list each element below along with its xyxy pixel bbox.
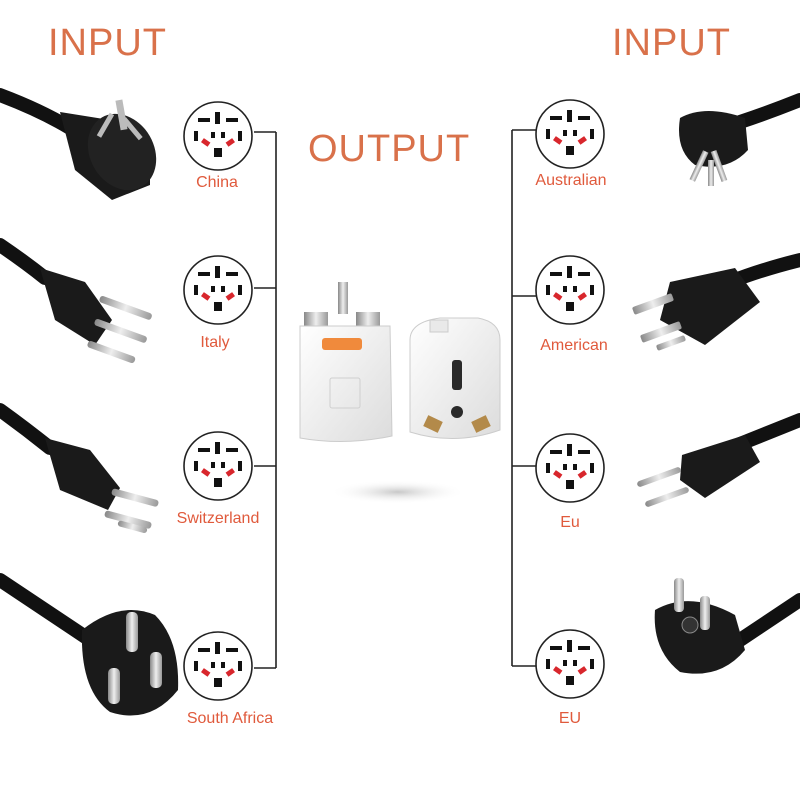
socket-symbol-eu-1 (535, 433, 605, 503)
right-connector-lines (511, 129, 536, 667)
socket-symbol-eu-2 (535, 629, 605, 699)
american-plug-icon (632, 253, 800, 351)
label-american: American (540, 337, 608, 354)
switzerland-plug-icon (0, 403, 159, 533)
label-eu-1: Eu (560, 514, 580, 531)
socket-symbol-american (535, 255, 605, 325)
socket-symbol-china (183, 101, 253, 171)
italy-plug-icon (0, 238, 152, 364)
left-connector-lines (254, 131, 277, 669)
socket-symbol-south-africa (183, 631, 253, 701)
universal-adapter-image (299, 282, 501, 504)
south-africa-plug-icon (0, 573, 179, 716)
label-switzerland: Switzerland (176, 510, 260, 527)
socket-symbol-australian (535, 99, 605, 169)
socket-symbol-italy (183, 255, 253, 325)
eu-plug-icon (637, 413, 800, 507)
output-header: OUTPUT (308, 128, 471, 170)
china-plug-icon (0, 88, 157, 200)
input-header-right: INPUT (612, 22, 731, 64)
australian-plug-icon (679, 93, 800, 186)
label-australian: Australian (535, 172, 607, 189)
label-italy: Italy (200, 334, 230, 351)
label-south-africa: South Africa (186, 710, 274, 727)
label-china: China (196, 174, 238, 191)
socket-symbol-switzerland (183, 431, 253, 501)
input-header-left: INPUT (48, 22, 167, 64)
eu-schuko-plug-icon (654, 578, 800, 674)
label-eu-2: EU (558, 710, 582, 727)
